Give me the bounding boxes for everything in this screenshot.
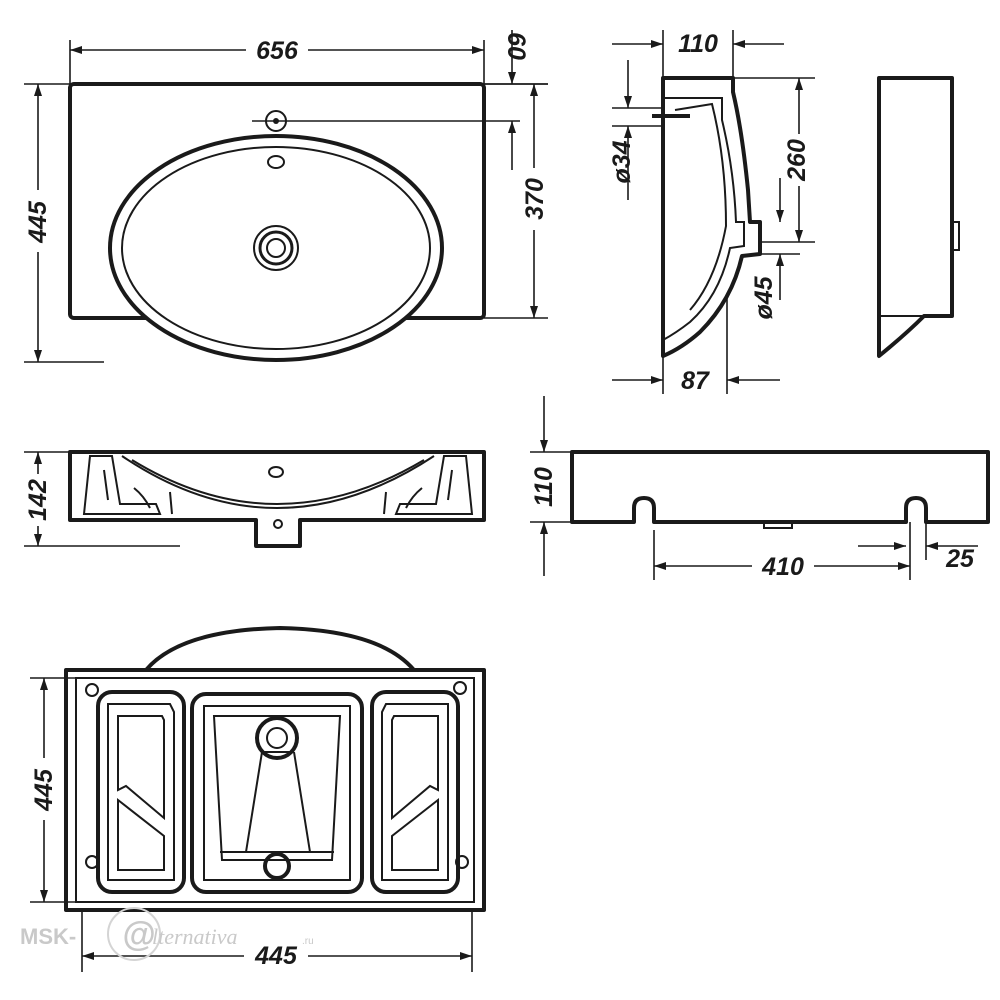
bottom-outer-frame [64,668,486,912]
dim-370-bg [516,168,552,230]
front-view: 142 [20,450,486,548]
dim-mount-25: 25 [945,545,975,573]
watermark-rest: lternativa [152,924,238,949]
watermark-domain: .ru [302,936,314,947]
dim-side-110: 110 [678,30,718,58]
drain-middle [258,230,294,266]
top-view: 656 60 445 370 [20,30,552,363]
bottom-fix-hole-tr [453,681,467,695]
dim-back-110: 110 [530,467,558,507]
side-elevation-view [877,76,960,358]
drain-inner [266,238,286,258]
dim-width-656: 656 [256,37,299,65]
front-right-pocket [394,455,474,515]
dim-410-bg [752,552,814,582]
front-bowl-curve [121,455,435,509]
bottom-back-arc [144,626,416,672]
bowl-inner-rim [121,146,431,350]
dim-bottom-depth-445: 445 [30,768,58,812]
bottom-drain-outer [255,716,299,760]
side-elevation-outline [877,76,954,358]
dim-445-bg [20,190,56,252]
dim-height-142: 142 [24,479,52,521]
front-overflow [268,466,284,478]
front-drain [273,519,283,529]
dim-445h-bg [244,940,308,970]
back-outline [570,450,990,524]
dim-656-bg [246,34,308,64]
side-outer-profile [661,76,762,358]
dim-overflow-34: ø34 [608,140,636,183]
watermark-logo: MSK- @ lternativa .ru [20,907,314,961]
drain-outer [253,225,299,271]
side-section-view: 110 ø34 260 ø45 87 [608,30,815,395]
bottom-left-compartment [96,690,186,894]
back-view: 110 410 25 [530,396,990,582]
dim-drain-87: 87 [681,367,710,395]
side-elevation-tab [951,221,960,251]
front-left-pocket [82,455,162,515]
dim-spacing-410: 410 [761,553,804,581]
front-outline [68,450,486,548]
watermark-brand: MSK- [20,924,76,949]
bottom-middle-compartment [190,692,364,894]
bottom-middle-ribs [203,705,351,881]
side-inner-profile-2 [674,102,728,311]
dim-drain-45: ø45 [750,275,778,319]
dim-depth-445: 445 [24,200,52,244]
bottom-left-ribs [107,703,175,881]
bottom-inner-frame [75,677,475,903]
overflow-hole [267,155,285,169]
bottom-view: 445 445 [26,626,486,972]
front-right-pocket-2 [383,469,453,515]
front-bowl-curve-inner [131,459,425,505]
dim-445b-bg [26,758,60,820]
dim-142-bg [20,474,54,526]
bottom-right-ribs [381,703,449,881]
dim-height-260: 260 [783,139,811,182]
watermark-at: @ [122,916,155,954]
bottom-right-compartment [370,690,460,894]
bottom-drain-inner [266,727,288,749]
front-left-pocket-2 [103,469,173,515]
back-drain-tab [763,521,793,529]
watermark-at-circle [107,907,161,961]
bottom-fix-hole-tl [85,683,99,697]
side-inner-profile [662,97,745,341]
dim-overhang-60: 60 [502,32,530,60]
dim-bowl-370: 370 [521,178,549,220]
dim-260-bg [781,134,815,186]
bowl-outer-rim [108,134,444,362]
bottom-overflow-outer [263,852,291,880]
dim-bottom-width-445: 445 [254,942,298,970]
